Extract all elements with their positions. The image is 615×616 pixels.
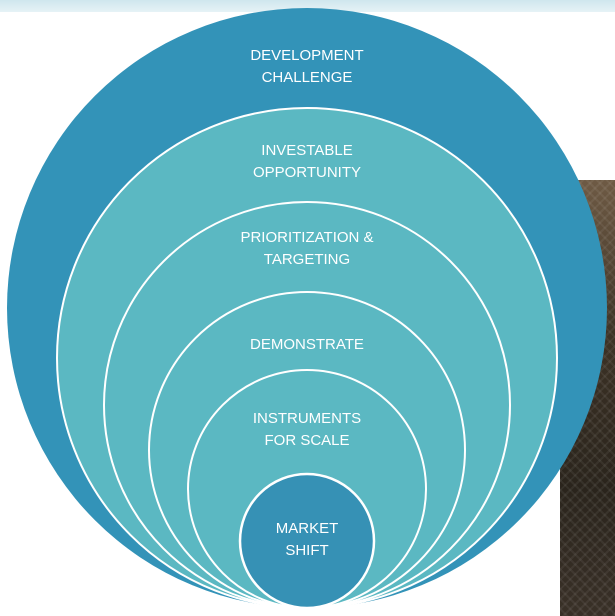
label-market-line2: SHIFT (285, 542, 328, 559)
header-band (0, 0, 615, 12)
label-investable-line1: INVESTABLE (261, 142, 352, 159)
label-prioritization-line1: PRIORITIZATION & (240, 229, 373, 246)
label-investable-line2: OPPORTUNITY (253, 164, 361, 181)
label-instruments-line1: INSTRUMENTS (253, 410, 361, 427)
label-development-line2: CHALLENGE (262, 69, 353, 86)
label-development-line1: DEVELOPMENT (250, 47, 363, 64)
label-prioritization-line2: TARGETING (264, 251, 350, 268)
label-market-line1: MARKET (276, 520, 339, 537)
circle-market-shift (238, 472, 376, 610)
label-instruments-line2: FOR SCALE (264, 432, 349, 449)
label-demonstrate: DEMONSTRATE (250, 336, 364, 353)
